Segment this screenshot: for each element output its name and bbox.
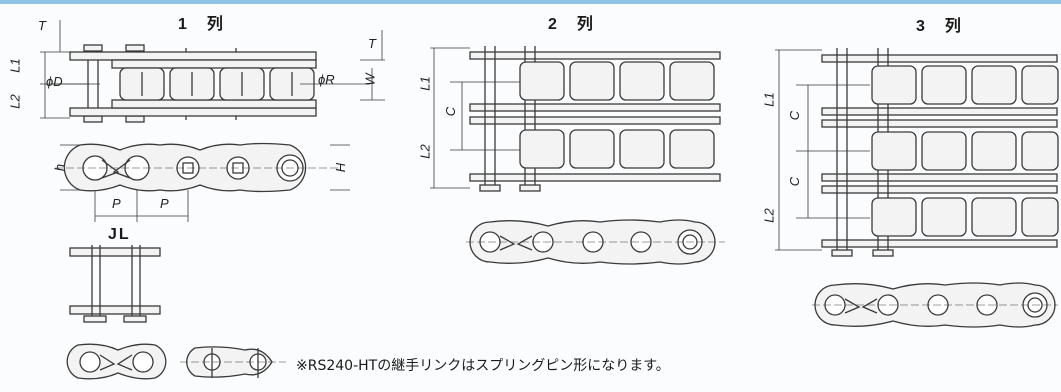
dim-H: H (333, 162, 349, 173)
single-chain-side-view (55, 142, 350, 222)
triple-chain-top-view (775, 48, 1059, 257)
top-accent-bar (0, 0, 1061, 4)
dim-h: h (52, 163, 68, 172)
dim-T-single-right: T (368, 36, 376, 51)
dim-W: W (362, 73, 378, 86)
dim-D: ϕD (46, 74, 63, 89)
single-row-title: 1 列 (178, 16, 225, 33)
double-chain-side-view (466, 219, 725, 265)
dim-L1-double: L1 (417, 76, 433, 91)
dim-L1-single: L1 (7, 58, 23, 73)
dim-L2-double: L2 (417, 144, 433, 159)
dim-P-first: P (112, 196, 121, 211)
joint-link-drawing (66, 245, 286, 380)
joint-link-title: JL (108, 226, 131, 243)
dim-C-triple-1: C (787, 110, 803, 121)
dim-P-second: P (160, 196, 169, 211)
dim-L2-single: L2 (7, 94, 23, 109)
double-chain-top-view (430, 46, 721, 192)
dim-L1-triple: L1 (761, 92, 777, 107)
triple-row-title: 3 列 (916, 18, 963, 35)
dim-L2-triple: L2 (761, 208, 777, 223)
dim-T-single: T (38, 18, 46, 33)
triple-chain-side-view (812, 282, 1058, 328)
double-row-title: 2 列 (548, 16, 595, 33)
dim-C-double: C (443, 106, 459, 117)
single-chain-top-view (40, 20, 385, 123)
dim-R: ϕR (318, 72, 335, 87)
dim-C-triple-2: C (787, 176, 803, 187)
joint-link-footnote: ※RS240-HTの継手リンクはスプリングピン形になります。 (296, 358, 670, 374)
